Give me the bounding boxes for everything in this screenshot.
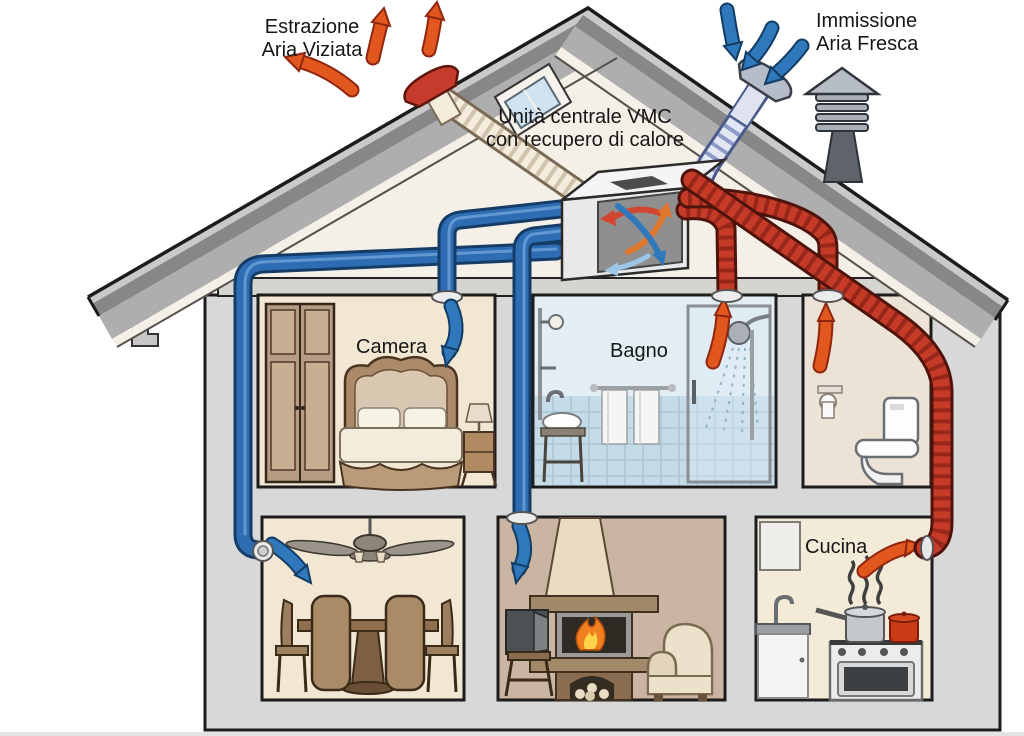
nightstand bbox=[460, 403, 498, 487]
dining-table bbox=[297, 619, 439, 695]
cooking-pots bbox=[815, 604, 920, 643]
room-bedroom bbox=[256, 293, 498, 491]
label-vmc-unit: Unità centrale VMC con recupero di calor… bbox=[460, 106, 710, 152]
wall-lamp bbox=[538, 308, 564, 420]
washbasin bbox=[540, 389, 586, 483]
supply-pipes bbox=[233, 198, 580, 560]
label-room-bathroom: Bagno bbox=[610, 340, 668, 362]
fresh-air-arrows bbox=[719, 2, 810, 86]
room-kitchen bbox=[754, 515, 934, 702]
toilet bbox=[854, 396, 920, 486]
fireplace bbox=[529, 517, 659, 701]
table-lamp bbox=[465, 403, 493, 432]
label-extraction-line2: Aria Viziata bbox=[261, 39, 363, 61]
kitchen-sink bbox=[755, 594, 811, 699]
dining-chairs bbox=[275, 594, 459, 693]
dining-supply-arrow bbox=[264, 536, 313, 585]
kitchen-wall-vent bbox=[920, 535, 934, 561]
tv-on-stool bbox=[504, 609, 554, 697]
extract-ducts bbox=[675, 168, 954, 560]
bed bbox=[338, 355, 464, 491]
label-intake-line2: Aria Fresca bbox=[816, 33, 919, 55]
upper-cabinet bbox=[759, 521, 801, 571]
roof-outline bbox=[87, 5, 1009, 302]
range-cooker bbox=[828, 640, 924, 702]
room-dining bbox=[260, 515, 466, 702]
living-ceiling-vent bbox=[506, 511, 538, 525]
wardrobe bbox=[264, 302, 336, 484]
bathroom-ceiling-vent bbox=[711, 289, 743, 303]
label-room-bedroom: Camera bbox=[356, 336, 428, 358]
towel-rail bbox=[590, 384, 676, 445]
toilet-paper-holder bbox=[817, 385, 843, 419]
label-extraction-line1: Estrazione bbox=[264, 16, 360, 38]
exhaust-air-arrows bbox=[282, 0, 446, 98]
label-room-kitchen: Cucina bbox=[805, 536, 868, 558]
label-intake: Immissione Aria Fresca bbox=[816, 10, 936, 56]
room-bathroom bbox=[531, 293, 778, 489]
bathroom-extract-arrow bbox=[705, 295, 733, 370]
ceiling-fan bbox=[285, 518, 455, 563]
exhaust-duct bbox=[423, 81, 593, 207]
fire-flame bbox=[575, 614, 606, 651]
label-vmc-unit-line1: Unità centrale VMC bbox=[498, 106, 672, 128]
vmc-unit bbox=[557, 158, 729, 282]
armchair bbox=[646, 622, 714, 701]
label-extraction: Estrazione Aria Viziata bbox=[252, 16, 372, 62]
page-bottom-strip bbox=[0, 732, 1024, 736]
label-vmc-unit-line2: con recupero di calore bbox=[486, 129, 684, 151]
room-living bbox=[496, 515, 727, 702]
wc-ceiling-vent bbox=[812, 289, 844, 303]
wc-extract-arrow bbox=[812, 300, 836, 374]
bedroom-supply-arrow bbox=[440, 298, 464, 369]
living-supply-arrow bbox=[510, 518, 533, 586]
shower bbox=[686, 304, 772, 484]
unit-top-opening bbox=[610, 176, 668, 190]
label-intake-line1: Immissione bbox=[816, 10, 918, 32]
roof-exhaust-vent bbox=[403, 64, 462, 127]
skylight-window bbox=[493, 62, 573, 138]
chimney-cap bbox=[802, 66, 882, 183]
